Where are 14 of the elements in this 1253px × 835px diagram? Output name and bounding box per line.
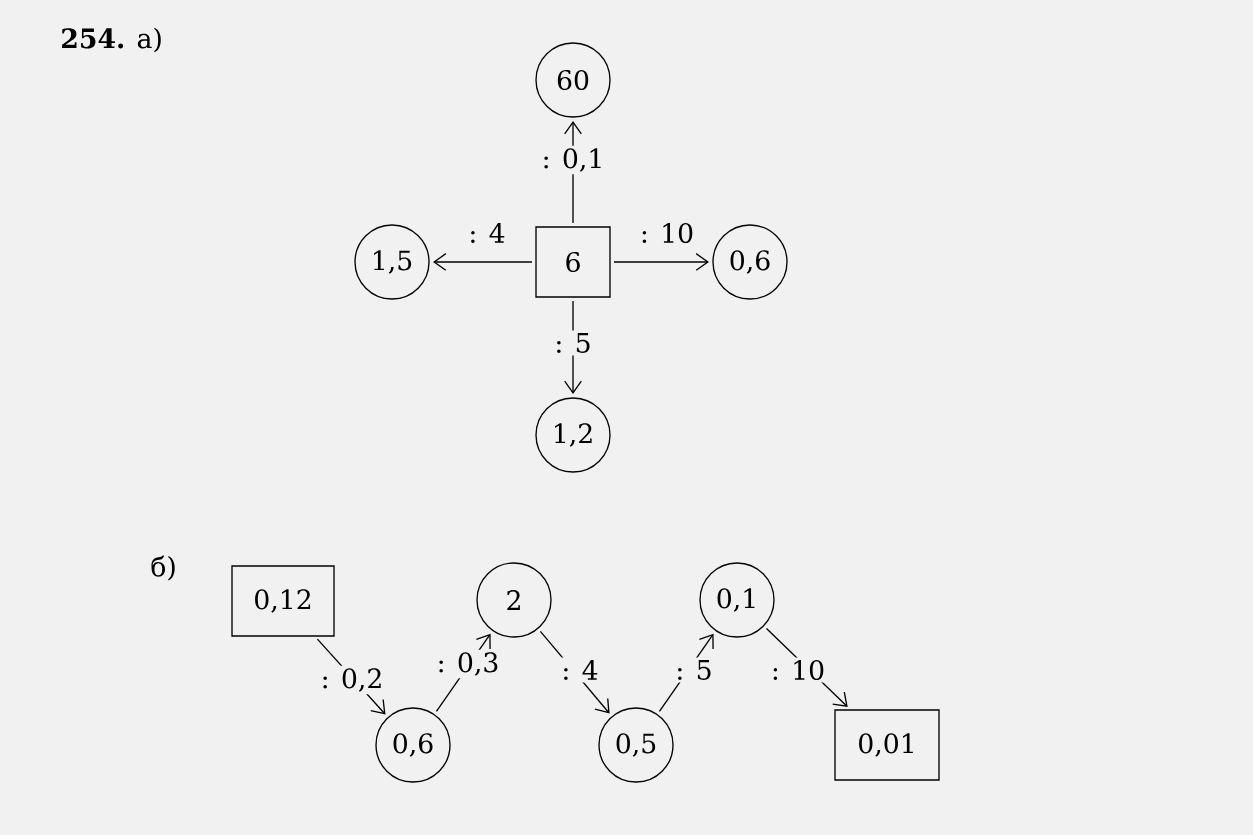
- number-box: 0,12: [231, 565, 335, 637]
- number-box: 0,01: [834, 709, 940, 781]
- number-box: 6: [535, 226, 611, 298]
- part-label: 254. а): [62, 27, 161, 53]
- part-label: б): [151, 555, 175, 581]
- edge-label: : 0,2: [318, 665, 386, 695]
- edge-label: : 10: [768, 657, 828, 683]
- edge-label: : 0,1: [539, 145, 607, 175]
- edge-label: : 4: [558, 657, 602, 683]
- arrow: [433, 253, 533, 271]
- edge-label: : 4: [465, 220, 509, 246]
- arrow: [613, 253, 709, 271]
- edge-label: : 10: [637, 220, 697, 246]
- edge-label: : 0,3: [434, 649, 502, 679]
